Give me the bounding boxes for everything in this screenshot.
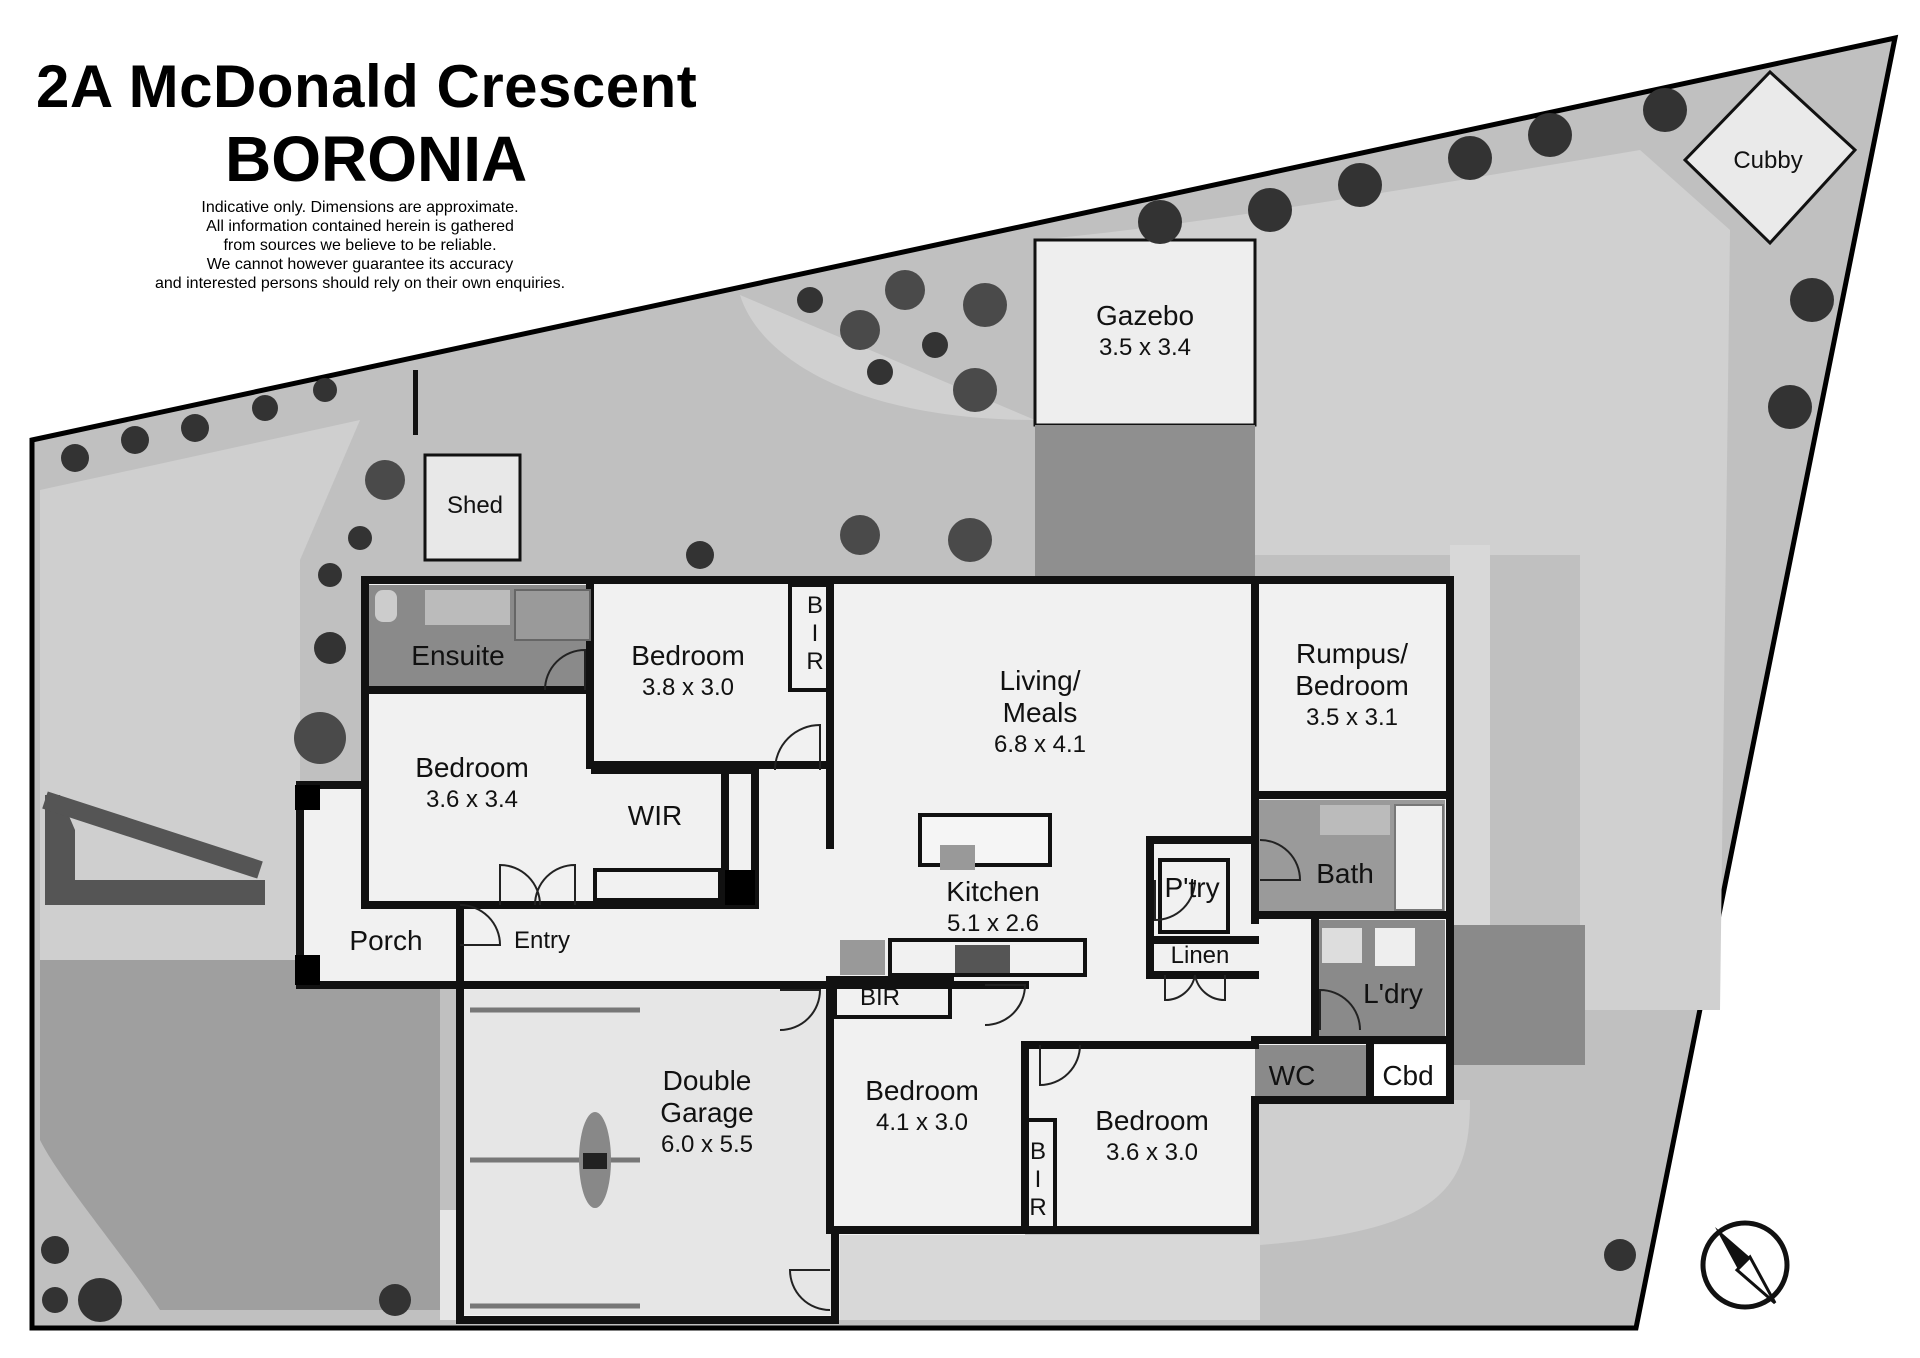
gazebo-name: Gazebo [1095,300,1195,331]
door-swing-icon [459,648,1361,1311]
walls [296,576,1454,1324]
room-name: Bedroom [1295,670,1409,701]
cbd-floor [1372,1045,1447,1100]
gazebo-label: Gazebo 3.5 x 3.4 [1096,300,1194,364]
room-dims: 3.8 x 3.0 [641,674,735,701]
bedroom-top-label: Bedroom 3.8 x 3.0 [631,640,745,704]
fridge [840,940,885,975]
bedroom-3-label: Bedroom 4.1 x 3.0 [865,1075,979,1139]
laundry-tub [1322,928,1362,963]
room-name: Bedroom [865,1075,979,1106]
room-dims: 4.1 x 3.0 [875,1109,969,1136]
address-title: 2A McDonald Crescent [36,53,698,120]
gazebo-dims: 3.5 x 3.4 [1098,334,1192,361]
room-name: Bedroom [415,752,529,783]
garage-label: Double Garage 6.0 x 5.5 [660,1065,753,1161]
room-dims: 6.8 x 4.1 [993,731,1087,758]
room-name: Kitchen [946,876,1040,907]
room-name: Living/ [999,665,1081,696]
linen-label: Linen [1170,942,1230,969]
kitchen-island [918,813,1052,867]
living-label: Living/ Meals 6.8 x 4.1 [994,665,1086,761]
bedroom-4-label: Bedroom 3.6 x 3.0 [1095,1105,1209,1169]
wc-label: WC [1268,1060,1316,1091]
driveway [40,960,440,1310]
room-dims: 3.6 x 3.0 [1105,1139,1199,1166]
bedroom-main-label: Bedroom 3.6 x 3.4 [415,752,529,816]
disclaimer-line: and interested persons should rely on th… [154,275,566,292]
wir-label: WIR [627,800,683,831]
toilet-icon [375,590,397,622]
side-deck [1450,545,1490,925]
room-name: Double [662,1065,752,1096]
garage-tracks [470,1007,640,1309]
room-dims: 5.1 x 2.6 [946,910,1040,937]
hedge [45,795,265,905]
disclaimer-line: All information contained herein is gath… [206,218,514,235]
bath-label: Bath [1316,858,1374,889]
kitchen-label: Kitchen 5.1 x 2.6 [946,876,1039,940]
porch-label: Porch [349,925,423,956]
shed-label: Shed [446,492,504,519]
entry-label: Entry [513,927,571,954]
stove-icon [955,945,1010,973]
fixtures [375,589,1444,975]
pergola-strip [1035,425,1255,580]
garage-floor [463,990,833,1315]
bir-bottom-label: B I R [1029,1138,1047,1221]
disclaimer-line: We cannot however guarantee its accuracy [206,256,514,273]
room-name: Meals [1002,697,1078,728]
rear-garden [1255,1100,1470,1245]
bath-tub [1394,804,1444,911]
bir-mid-label: BIR [859,984,901,1011]
alfresco [1450,925,1585,1065]
room-dims: 3.5 x 3.1 [1305,704,1399,731]
wc-floor [1255,1045,1370,1100]
shower [514,589,591,641]
pantry-label: P'try [1164,872,1220,903]
ensuite-vanity [425,590,510,625]
room-name: Bedroom [1095,1105,1209,1136]
cbd-label: Cbd [1382,1060,1434,1091]
ensuite-label: Ensuite [411,640,505,671]
disclaimer: Indicative only. Dimensions are approxim… [120,198,600,293]
room-dims: 3.6 x 3.4 [425,786,519,813]
sink-icon [940,845,975,870]
laundry-label: L'dry [1363,978,1423,1009]
thin-walls [593,583,1230,1232]
palm-plant-icon [294,270,1007,764]
disclaimer-line: from sources we believe to be reliable. [223,237,497,254]
hedge-2 [42,791,263,879]
washing-machine [1375,928,1415,966]
gate [413,370,418,435]
room-dims: 6.0 x 5.5 [660,1131,754,1158]
disclaimer-line: Indicative only. Dimensions are approxim… [201,199,519,216]
room-name: Garage [660,1097,754,1128]
rumpus-label: Rumpus/ Bedroom 3.5 x 3.1 [1295,638,1409,734]
shed [423,453,522,562]
cubby [1682,69,1858,246]
columns [295,785,755,985]
garden-bed-top [740,150,1730,1010]
bir-top-label: B I R [806,592,824,675]
room-name: Bedroom [631,640,745,671]
bath-vanity [1320,805,1390,835]
room-name: Rumpus/ [1295,638,1409,669]
compass-icon [1700,1220,1790,1310]
tree-icon [41,88,1834,1322]
suburb-title: BORONIA [225,123,528,195]
cubby-label: Cubby [1733,147,1803,174]
side-path [840,1235,1260,1320]
gazebo [1033,238,1257,427]
